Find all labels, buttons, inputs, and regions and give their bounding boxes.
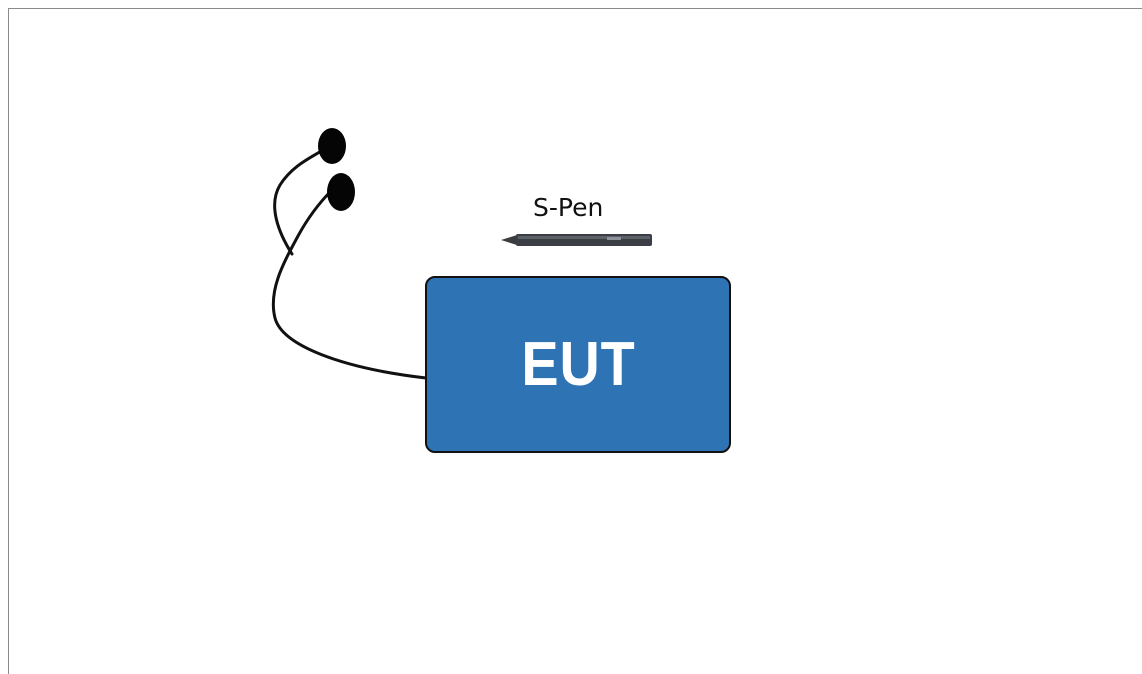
s-pen-button <box>607 237 621 240</box>
eut-label: EUT <box>520 330 636 399</box>
s-pen-icon <box>501 234 652 246</box>
image-frame <box>8 8 1142 674</box>
earphone-cable-main <box>271 188 428 380</box>
s-pen-label: S-Pen <box>533 193 604 222</box>
s-pen-body <box>516 234 652 246</box>
earbud-right <box>327 173 355 211</box>
s-pen-tip <box>501 235 517 245</box>
earbud-left <box>318 128 346 164</box>
earphones-icon <box>271 128 428 380</box>
eut-device-box: EUT <box>425 276 731 453</box>
earphone-cable-branch <box>273 148 325 256</box>
s-pen-highlight <box>518 236 650 239</box>
